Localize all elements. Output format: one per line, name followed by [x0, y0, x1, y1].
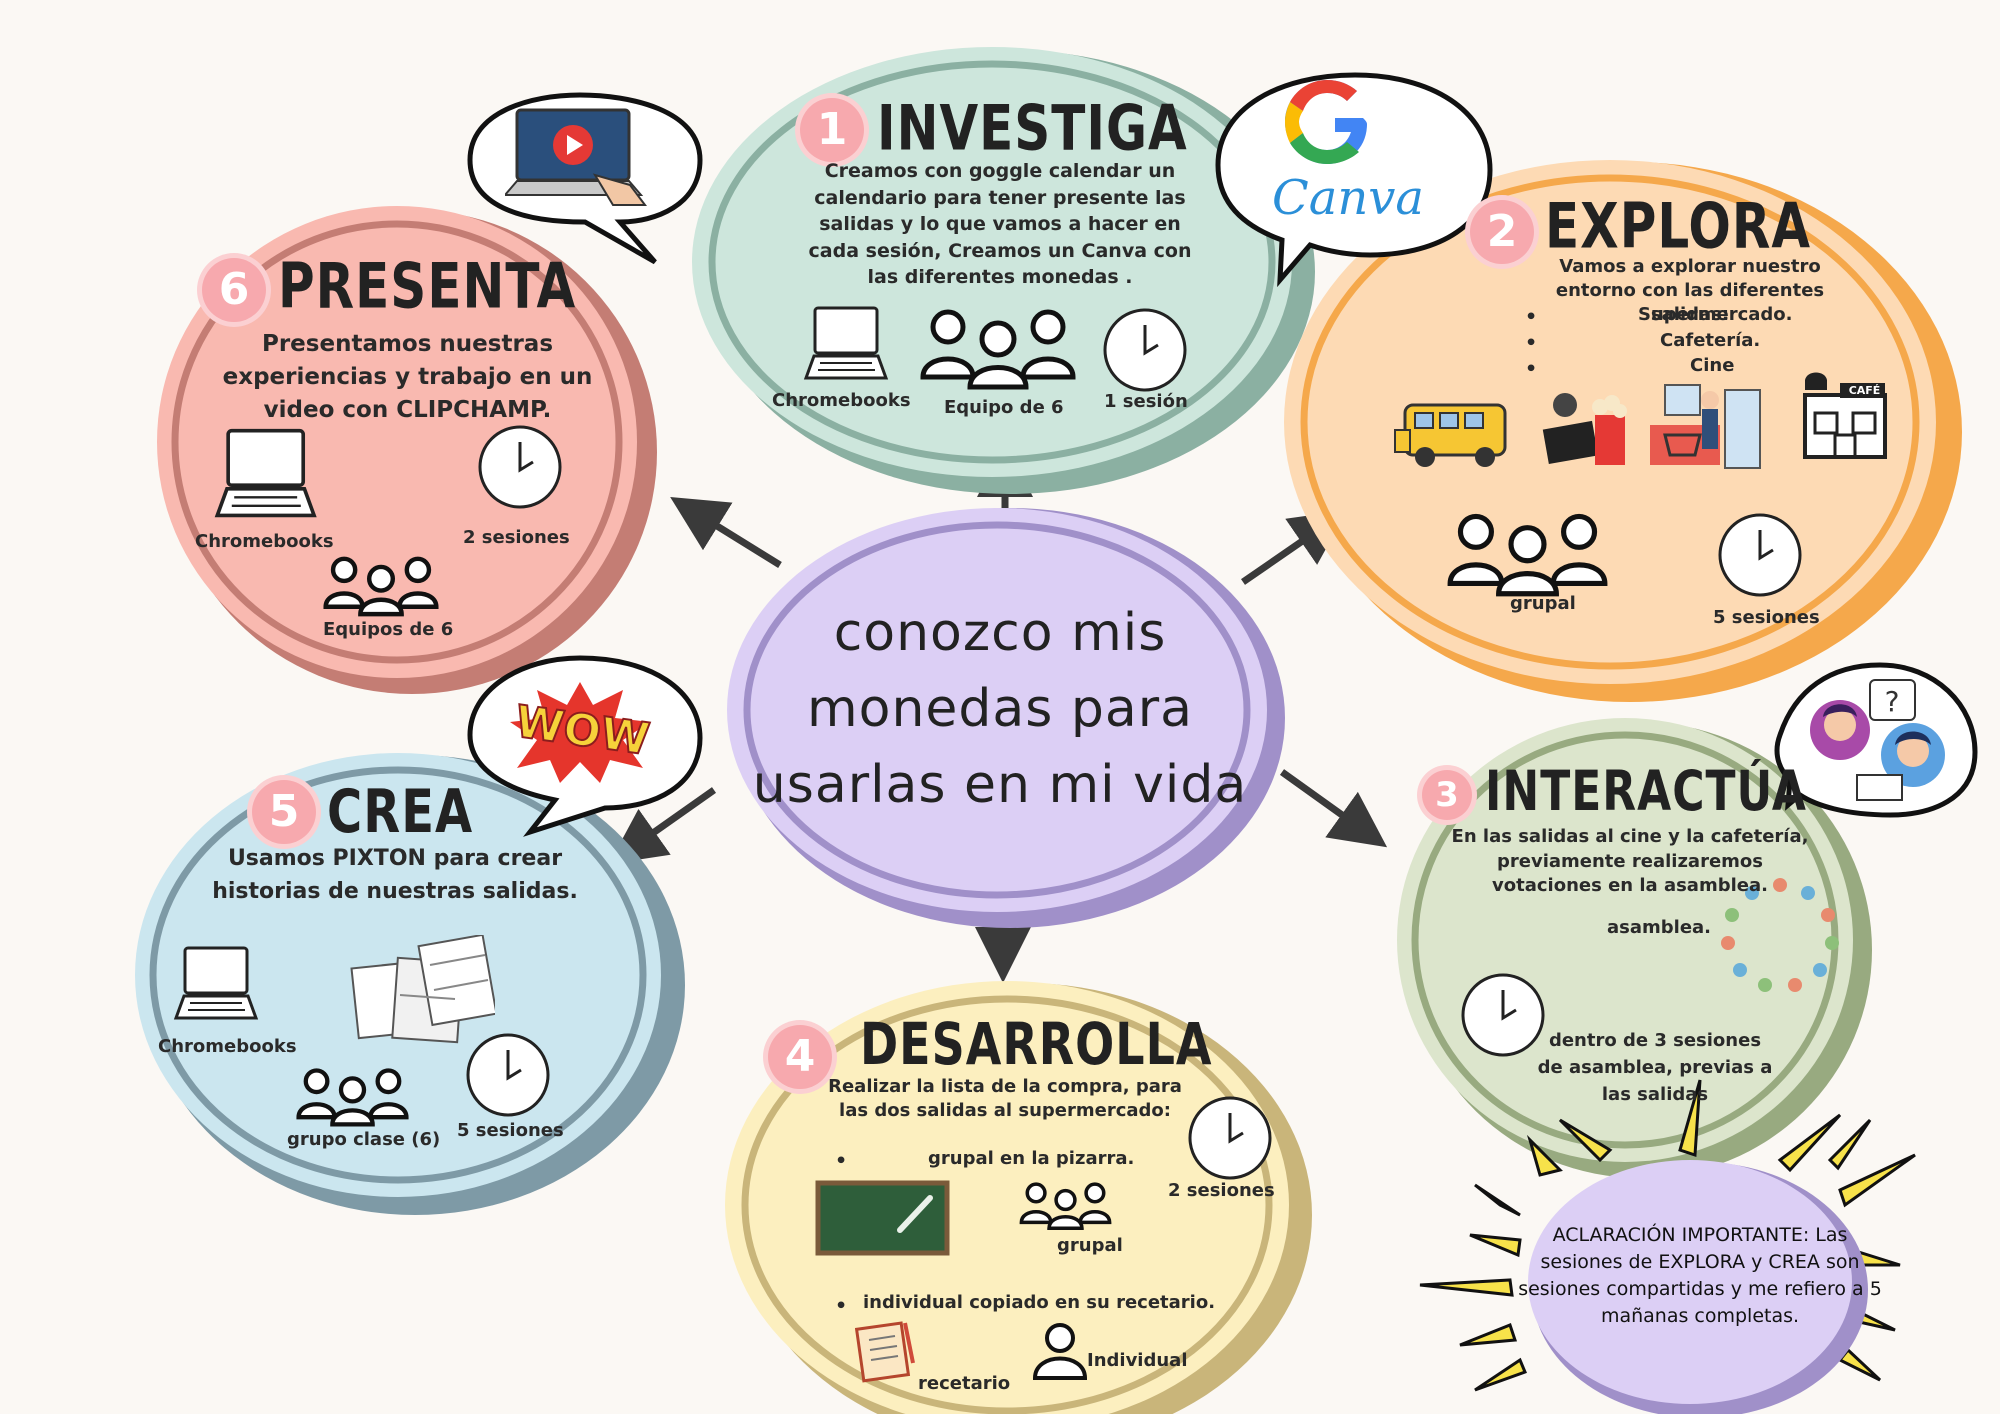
investiga-text: Creamos con goggle calendar un calendari… [808, 160, 1192, 288]
laptop-icon [173, 946, 259, 1020]
presenta-title: PRESENTA [278, 250, 577, 323]
person-icon [1032, 1323, 1088, 1380]
desarrolla-recipe-label: recetario [918, 1373, 1011, 1394]
clock-icon [1188, 1096, 1272, 1180]
people-chat-icon: ? [1810, 679, 1945, 801]
cafe-sign: CAFÉ [1848, 384, 1881, 397]
arrow-to-crea [608, 787, 717, 865]
laptop-icon [214, 428, 317, 518]
canva-logo: Canva [1272, 170, 1424, 226]
clock-icon [466, 1033, 550, 1117]
group-icon [296, 1068, 409, 1127]
step-badge-4: 4 [768, 1025, 832, 1089]
supermarket-icon [1650, 384, 1761, 469]
chalkboard-icon [815, 1180, 950, 1256]
desarrolla-circle [725, 981, 1312, 1414]
cafe-icon [1803, 372, 1887, 459]
explora-text: Vamos a explorar nuestro entorno con las… [1555, 256, 1825, 325]
interactua-text: En las salidas al cine y la cafetería, p… [1451, 826, 1809, 896]
clock-icon [1461, 973, 1545, 1057]
group-icon [323, 556, 439, 617]
explora-bullet-2-text: Cafetería. [1660, 330, 1761, 351]
presenta-time-label: 2 sesiones [463, 527, 570, 548]
interactua-assembly-label: asamblea. [1607, 917, 1712, 938]
explora-title: EXPLORA [1545, 190, 1812, 263]
desarrolla-bullet-2-text: individual copiado en su recetario. [863, 1292, 1216, 1313]
crea-device-label: Chromebooks [158, 1036, 297, 1057]
presenta-text: Presentamos nuestras experiencias y trab… [222, 331, 593, 423]
desarrolla-time-label: 2 sesiones [1168, 1180, 1275, 1201]
group-icon [920, 309, 1076, 390]
crea-group-label: grupo clase (6) [287, 1129, 441, 1150]
desarrolla-bullet-2: • [835, 1295, 848, 1317]
presenta-circle [157, 206, 657, 694]
desarrolla-title: DESARROLLA [860, 1010, 1213, 1078]
important-note: ACLARACIÓN IMPORTANTE: Las sesiones de E… [1518, 1224, 1882, 1327]
arrow-to-interactua [1279, 769, 1388, 848]
desarrolla-text: Realizar la lista de la compra, para las… [828, 1076, 1182, 1121]
arrow-to-presenta [670, 496, 782, 568]
step-badge-5: 5 [252, 780, 316, 844]
wow-burst-icon [510, 682, 650, 783]
center-circle [727, 508, 1285, 928]
presenta-group-label: Equipos de 6 [323, 619, 454, 640]
crea-text: Usamos PIXTON para crear historias de nu… [212, 846, 578, 904]
investiga-group-label: Equipo de 6 [944, 397, 1064, 418]
note-circle [1528, 1160, 1868, 1414]
interactua-time-label: dentro de 3 sesiones de asamblea, previa… [1537, 1030, 1773, 1105]
step-badge-3: 3 [1422, 770, 1472, 820]
interactua-title: INTERACTÚA [1485, 760, 1807, 824]
desarrolla-individual-label: Individual [1087, 1350, 1188, 1371]
notepad-icon [855, 1321, 915, 1383]
svg-text:?: ? [1885, 685, 1900, 718]
explora-time-label: 5 sesiones [1713, 607, 1820, 628]
clock-icon [1718, 513, 1802, 597]
step-badge-2: 2 [1470, 200, 1534, 264]
school-bus-icon [1394, 403, 1507, 467]
clock-icon [478, 425, 562, 509]
step-badge-6: 6 [202, 258, 266, 322]
assembly-circle-icon [1721, 878, 1839, 992]
desarrolla-bullet-1: • [835, 1150, 848, 1172]
investiga-time-label: 1 sesión [1104, 391, 1188, 412]
explora-bullet-3: • [1525, 358, 1538, 380]
laptop-icon [803, 306, 889, 380]
explora-bullet-3-text: Cine [1690, 355, 1735, 376]
presenta-device-label: Chromebooks [195, 531, 334, 552]
explora-bullet-2: • [1525, 332, 1538, 354]
group-icon [1019, 1182, 1112, 1230]
crea-time-label: 5 sesiones [457, 1120, 564, 1141]
comic-strips-icon [350, 935, 495, 1044]
investiga-title: INVESTIGA [877, 92, 1188, 165]
explora-bullet-1-text: Supermercado. [1638, 304, 1793, 325]
starburst [1419, 1079, 1916, 1392]
explora-group-label: grupal [1510, 593, 1576, 614]
group-icon [1447, 513, 1608, 597]
video-laptop-icon [505, 108, 647, 206]
investiga-device-label: Chromebooks [772, 390, 911, 411]
desarrolla-group-label: grupal [1057, 1235, 1123, 1256]
explora-bullet-1: • [1525, 306, 1538, 328]
google-logo-icon [1285, 80, 1367, 164]
clock-icon [1103, 308, 1187, 392]
central-topic: conozco mis monedas para usarlas en mi v… [752, 603, 1248, 815]
cinema-icon [1542, 393, 1627, 465]
desarrolla-bullet-1-text: grupal en la pizarra. [928, 1148, 1135, 1169]
step-badge-1: 1 [800, 98, 864, 162]
crea-title: CREA [327, 777, 474, 847]
